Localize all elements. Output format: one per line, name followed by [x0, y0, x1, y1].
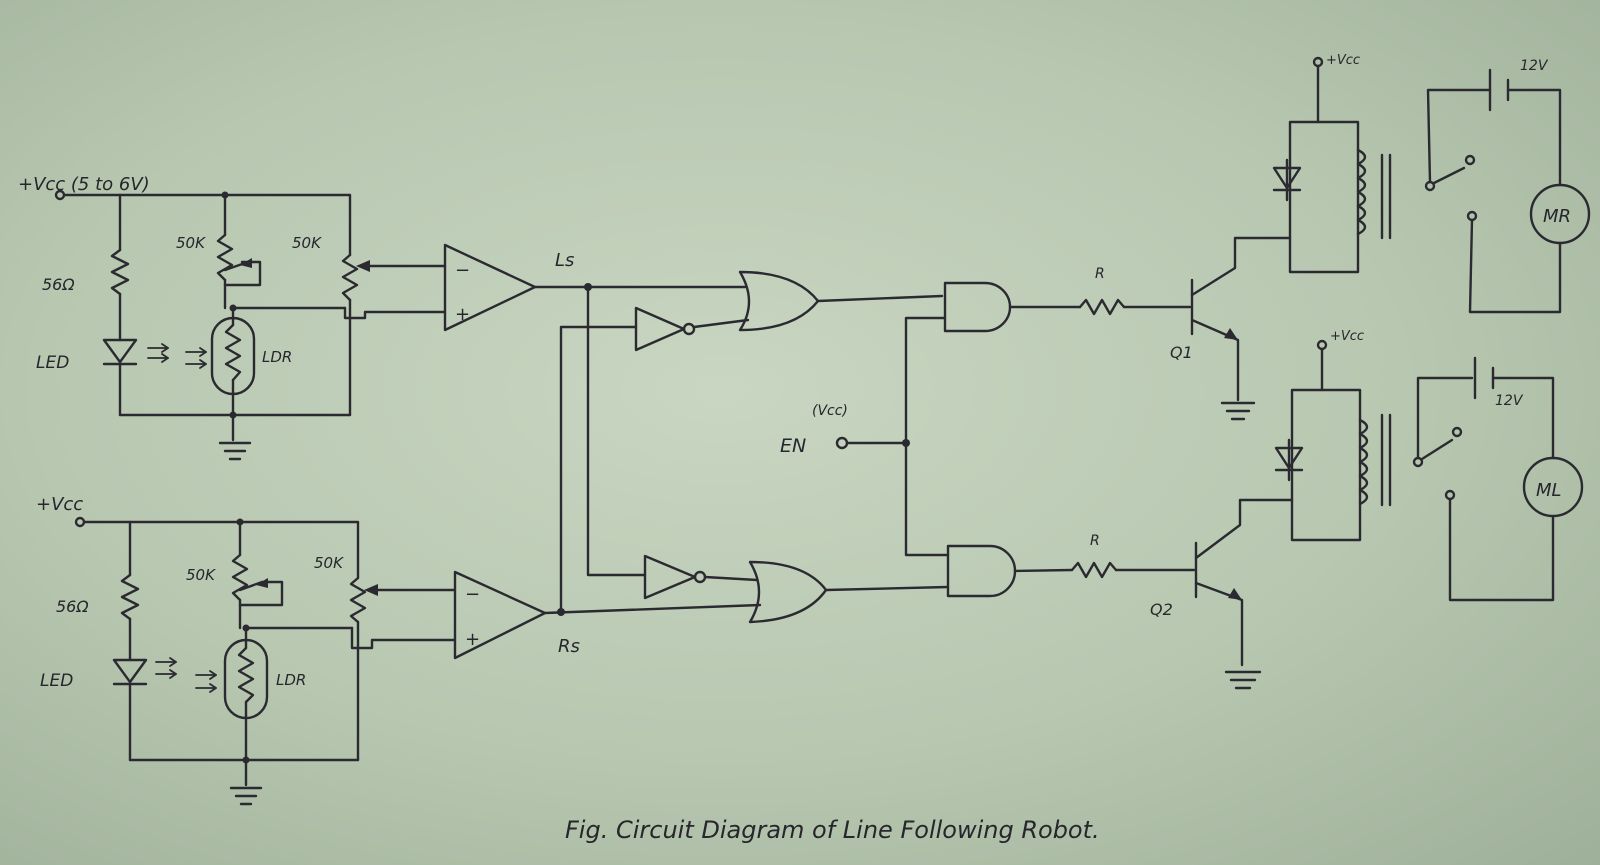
led-bottom-label: LED — [40, 671, 73, 691]
diagram-caption: Fig. Circuit Diagram of Line Following R… — [565, 816, 1100, 844]
not-gate-bottom — [643, 554, 759, 600]
relay-top-supply-label: +Vcc — [1326, 53, 1360, 68]
ground-bottom — [229, 786, 263, 806]
relay-bottom-supply-label: +Vcc — [1330, 329, 1364, 344]
ls-label: Ls — [555, 250, 574, 271]
relay-bottom — [1290, 388, 1362, 542]
light-arrows-bottom — [155, 657, 217, 693]
or-gate-top — [738, 270, 944, 332]
driver-top: R Q1 +Vcc 12V MR — [1078, 53, 1591, 421]
light-arrows-top — [147, 343, 207, 369]
battery-bottom-label: 12V — [1495, 393, 1524, 409]
relay-coil-bottom — [1358, 418, 1369, 506]
and-gate-top — [904, 281, 1082, 557]
rs-line — [543, 603, 762, 615]
enable-supply-label: (Vcc) — [812, 403, 848, 419]
relay-coil-top — [1356, 148, 1367, 236]
opamp-top: − + — [443, 243, 537, 332]
sensor-top: +Vcc (5 to 6V) 56Ω LED 50K — [18, 174, 447, 461]
ground-top — [218, 441, 252, 461]
motor-right — [1529, 183, 1591, 245]
transistor-q1-label: Q1 — [1170, 343, 1193, 362]
enable-terminal — [835, 436, 849, 450]
relay-top — [1288, 120, 1360, 274]
resistor-r2-label: R — [1090, 533, 1100, 549]
led-top-label: LED — [36, 353, 69, 373]
vcc-rail-top — [62, 193, 352, 257]
opamp-bottom: − + — [453, 570, 547, 660]
motor-left-label: ML — [1536, 480, 1562, 501]
rs-label: Rs — [558, 636, 580, 657]
pot1-bottom-label: 50K — [186, 566, 216, 584]
opamp-top-plus: + — [455, 304, 470, 325]
resistor-r1 — [1078, 298, 1126, 316]
motor-left — [1522, 456, 1584, 518]
resistor-r1-label: R — [1095, 266, 1105, 282]
sensor-bottom: +Vcc 56Ω LED 50K LDR — [36, 494, 457, 806]
and-gate-bottom — [946, 544, 1074, 598]
resistor-56-top — [110, 248, 130, 296]
battery-top-label: 12V — [1520, 58, 1549, 74]
resistor-56-bottom — [120, 573, 140, 621]
led-bottom — [112, 658, 148, 684]
ldr-top-label: LDR — [262, 348, 292, 366]
enable-label: EN — [780, 435, 806, 457]
transistor-q2-label: Q2 — [1150, 600, 1173, 619]
or-gate-bottom — [748, 560, 950, 624]
not-gate-top — [634, 306, 750, 352]
opamp-top-minus: − — [455, 260, 470, 281]
pot-50k-top-a — [216, 233, 234, 282]
opamp-bottom-plus: + — [465, 629, 480, 650]
opamp-bottom-minus: − — [465, 584, 480, 605]
resistor-56-bottom-label: 56Ω — [56, 597, 89, 616]
vcc-top-label: +Vcc (5 to 6V) — [18, 174, 150, 195]
resistor-56-top-label: 56Ω — [42, 275, 75, 294]
rs-to-not-top — [559, 325, 638, 614]
driver-bottom: R Q2 +Vcc 12V ML — [1070, 329, 1584, 690]
ls-to-not-bottom — [586, 285, 647, 577]
pot-50k-top-b — [341, 253, 359, 302]
pot2-top-label: 50K — [292, 234, 322, 252]
led-top — [102, 338, 138, 364]
ground-q1 — [1220, 401, 1256, 421]
ldr-bottom-label: LDR — [276, 671, 306, 689]
resistor-r2 — [1070, 561, 1118, 579]
ground-q2 — [1224, 670, 1262, 690]
vcc-bottom-label: +Vcc — [36, 494, 83, 515]
pot-50k-bottom-a — [231, 553, 249, 602]
pot1-top-label: 50K — [176, 234, 206, 252]
pot-50k-bottom-b — [349, 576, 367, 624]
motor-right-label: MR — [1543, 206, 1571, 227]
pot2-bottom-label: 50K — [314, 554, 344, 572]
